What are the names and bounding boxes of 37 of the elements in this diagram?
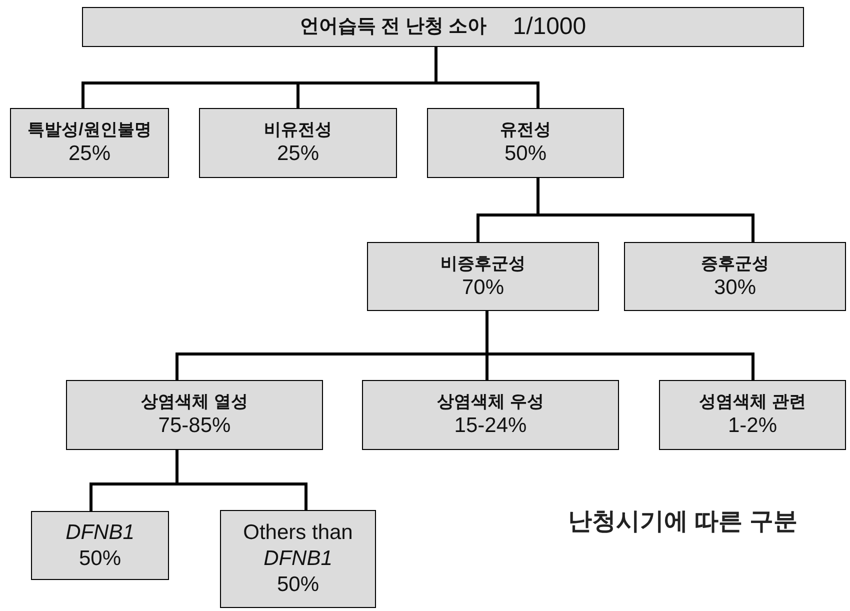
percentage-text: 1-2% xyxy=(728,413,778,439)
category-box xyxy=(10,108,169,178)
percentage-text: 70% xyxy=(462,274,504,300)
connector-line xyxy=(486,311,754,380)
category-box xyxy=(362,380,619,450)
category-title: 상염색체 열성 xyxy=(141,391,248,413)
percentage-text: 50% xyxy=(276,572,320,598)
category-box xyxy=(31,511,169,580)
percentage-text: 15-24% xyxy=(454,413,527,439)
category-box xyxy=(66,380,323,450)
percentage-text: 50% xyxy=(78,546,122,572)
percentage-text: 1/1000 xyxy=(512,14,586,40)
category-title: 특발성/원인불명 xyxy=(28,119,152,141)
category-title: 비유전성 xyxy=(264,119,332,141)
category-box xyxy=(199,108,397,178)
connector-line xyxy=(176,450,308,510)
category-title: 언어습득 전 난청 소아 xyxy=(300,16,487,38)
category-box xyxy=(367,242,599,311)
category-title: 상염색체 우성 xyxy=(437,391,544,413)
category-box xyxy=(659,380,846,450)
percentage-text: 75-85% xyxy=(158,413,231,439)
category-box xyxy=(220,510,376,608)
category-title: 유전성 xyxy=(500,119,551,141)
category-title: Others than DFNB1 xyxy=(242,520,354,572)
percentage-text: 25% xyxy=(68,141,111,167)
category-title: 증후군성 xyxy=(701,252,769,274)
category-title: 비증후군성 xyxy=(440,252,526,274)
category-box xyxy=(427,108,624,178)
category-box xyxy=(624,242,846,311)
connector-line xyxy=(434,47,540,108)
percentage-text: 30% xyxy=(714,274,756,300)
category-title: 성염색체 관련 xyxy=(699,391,806,413)
category-box xyxy=(82,7,804,47)
percentage-text: 25% xyxy=(276,141,320,167)
percentage-text: 50% xyxy=(504,141,547,167)
category-title: DFNB1 xyxy=(66,520,134,546)
caption-text: 난청시기에 따른 구분 xyxy=(568,507,798,537)
